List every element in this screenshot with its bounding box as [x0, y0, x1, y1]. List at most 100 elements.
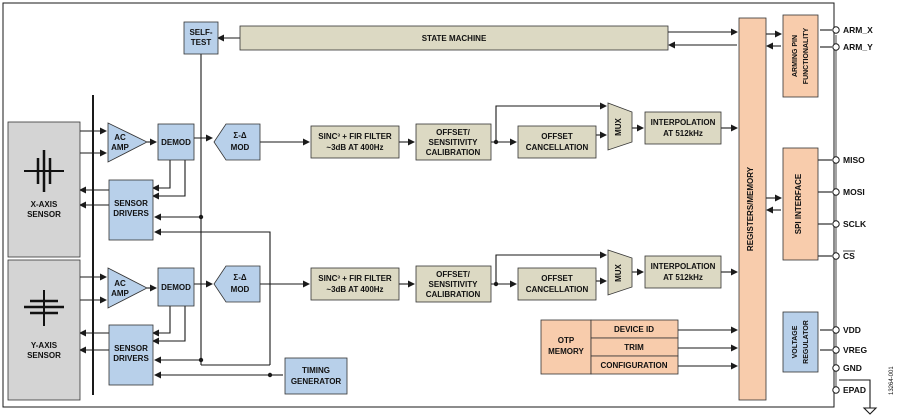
x-drivers-label-1: SENSOR: [114, 199, 148, 208]
y-sinc-filter-block: SINC³ + FIR FILTER ~3dB AT 400Hz: [310, 267, 400, 301]
x-cal-label-3: CALIBRATION: [426, 148, 481, 157]
x-demod-block: DEMOD: [157, 123, 195, 161]
y-cancel-label-1: OFFSET: [541, 274, 573, 283]
self-test-label-1: SELF-: [189, 28, 212, 37]
pin-vdd: [832, 326, 840, 334]
arm-x-label: ARM_X: [843, 25, 873, 35]
x-demod-label: DEMOD: [161, 138, 191, 147]
pin-gnd: [832, 364, 840, 372]
otp-memory-block: OTP MEMORY DEVICE ID TRIM CONFIGURATION: [540, 319, 679, 375]
y-sensor-icon: [24, 290, 64, 326]
y-mux-label: MUX: [614, 263, 623, 281]
self-test-label-2: TEST: [191, 38, 212, 47]
x-offset-calibration-block: OFFSET/ SENSITIVITY CALIBRATION: [415, 123, 492, 161]
x-ac-amp-block: AC AMP: [107, 122, 148, 163]
trim-label: TRIM: [624, 343, 644, 352]
x-axis-sensor-block: X-AXIS SENSOR: [7, 121, 81, 258]
x-cancel-label-2: CANCELLATION: [526, 143, 589, 152]
otp-label-2: MEMORY: [548, 347, 584, 356]
y-cal-label-3: CALIBRATION: [426, 290, 481, 299]
x-sensor-label-2: SENSOR: [27, 210, 61, 219]
pin-cs: [832, 252, 840, 260]
x-interpolation-block: INTERPOLATION AT 512kHz: [644, 111, 722, 145]
y-sinc-label-2: ~3dB AT 400Hz: [326, 285, 383, 294]
y-cal-label-2: SENSITIVITY: [429, 280, 479, 289]
y-interp-label-2: AT 512kHz: [663, 273, 703, 282]
timing-generator-block: TIMING GENERATOR: [284, 357, 348, 395]
y-sensor-drivers-block: SENSOR DRIVERS: [108, 324, 154, 386]
self-test-block: SELF- TEST: [183, 21, 219, 55]
pin-vreg: [832, 346, 840, 354]
state-machine-label: STATE MACHINE: [422, 34, 487, 43]
registers-memory-block: REGISTERS/MEMORY: [738, 17, 767, 401]
chip-outline: [2, 2, 835, 408]
x-sinc-label-1: SINC³ + FIR FILTER: [318, 132, 392, 141]
x-cancel-label-1: OFFSET: [541, 132, 573, 141]
vreg-pin-label: VREG: [843, 345, 867, 355]
x-offset-cancellation-block: OFFSET CANCELLATION: [517, 125, 597, 159]
mosi-label: MOSI: [843, 187, 865, 197]
x-mux-block: MUX: [607, 102, 633, 151]
configuration-label: CONFIGURATION: [601, 361, 668, 370]
pin-miso: [832, 156, 840, 164]
x-cal-label-1: OFFSET/: [436, 128, 471, 137]
y-sinc-label-1: SINC³ + FIR FILTER: [318, 274, 392, 283]
x-sigma-delta-label-1: Σ-Δ: [233, 131, 246, 140]
y-offset-calibration-block: OFFSET/ SENSITIVITY CALIBRATION: [415, 265, 492, 303]
x-sensor-icon: [24, 150, 64, 192]
epad-label: EPAD: [843, 385, 866, 395]
arm-y-label: ARM_Y: [843, 42, 873, 52]
x-sinc-filter-block: SINC³ + FIR FILTER ~3dB AT 400Hz: [310, 125, 400, 159]
arming-label-2: FUNCTIONALITY: [803, 27, 810, 84]
configuration-cell: [590, 355, 679, 375]
y-sensor-label-1: Y-AXIS: [31, 341, 58, 350]
x-interp-label-2: AT 512kHz: [663, 129, 703, 138]
x-sigma-delta-block: Σ-Δ MOD: [213, 123, 261, 161]
state-machine-block: STATE MACHINE: [239, 25, 669, 51]
y-mux-block: MUX: [607, 249, 633, 296]
y-cancel-label-2: CANCELLATION: [526, 285, 589, 294]
y-ac-amp-block: AC AMP: [107, 267, 148, 309]
x-ac-amp-label-1: AC: [114, 133, 126, 142]
y-ac-amp-label-1: AC: [114, 279, 126, 288]
arming-label-1: ARMING PIN: [792, 35, 799, 77]
x-sensor-drivers-block: SENSOR DRIVERS: [108, 179, 154, 241]
pin-arm-x: [832, 26, 840, 34]
x-sigma-delta-label-2: MOD: [231, 143, 250, 152]
pin-mosi: [832, 188, 840, 196]
pin-sclk: [832, 220, 840, 228]
x-drivers-label-2: DRIVERS: [113, 209, 149, 218]
vdd-label: VDD: [843, 325, 861, 335]
x-interp-label-1: INTERPOLATION: [651, 118, 716, 127]
y-sigma-delta-label-1: Σ-Δ: [233, 273, 246, 282]
cs-label: CS: [843, 251, 855, 261]
spi-interface-block: SPI INTERFACE: [782, 147, 819, 261]
y-demod-label: DEMOD: [161, 283, 191, 292]
arming-pin-block: ARMING PIN FUNCTIONALITY: [782, 14, 819, 98]
otp-label-1: OTP: [558, 336, 575, 345]
y-sigma-delta-block: Σ-Δ MOD: [213, 265, 261, 303]
pin-arm-y: [832, 43, 840, 51]
miso-label: MISO: [843, 155, 865, 165]
y-demod-block: DEMOD: [157, 267, 195, 307]
timing-label-1: TIMING: [302, 366, 330, 375]
x-cal-label-2: SENSITIVITY: [429, 138, 479, 147]
pin-epad: [832, 386, 840, 394]
y-offset-cancellation-block: OFFSET CANCELLATION: [517, 267, 597, 301]
y-cal-label-1: OFFSET/: [436, 270, 471, 279]
vreg-label-1: VOLTAGE: [792, 325, 799, 358]
voltage-regulator-block: VOLTAGE REGULATOR: [782, 311, 819, 373]
y-axis-sensor-block: Y-AXIS SENSOR: [7, 259, 81, 401]
figure-id: 13264-001: [889, 366, 895, 395]
y-interp-label-1: INTERPOLATION: [651, 262, 716, 271]
device-id-label: DEVICE ID: [614, 325, 654, 334]
y-interpolation-block: INTERPOLATION AT 512kHz: [644, 255, 722, 289]
x-sensor-label-1: X-AXIS: [31, 200, 58, 209]
vreg-label-2: REGULATOR: [803, 320, 810, 364]
sclk-label: SCLK: [843, 219, 867, 229]
y-drivers-label-1: SENSOR: [114, 344, 148, 353]
registers-label: REGISTERS/MEMORY: [746, 166, 755, 251]
y-sensor-label-2: SENSOR: [27, 351, 61, 360]
